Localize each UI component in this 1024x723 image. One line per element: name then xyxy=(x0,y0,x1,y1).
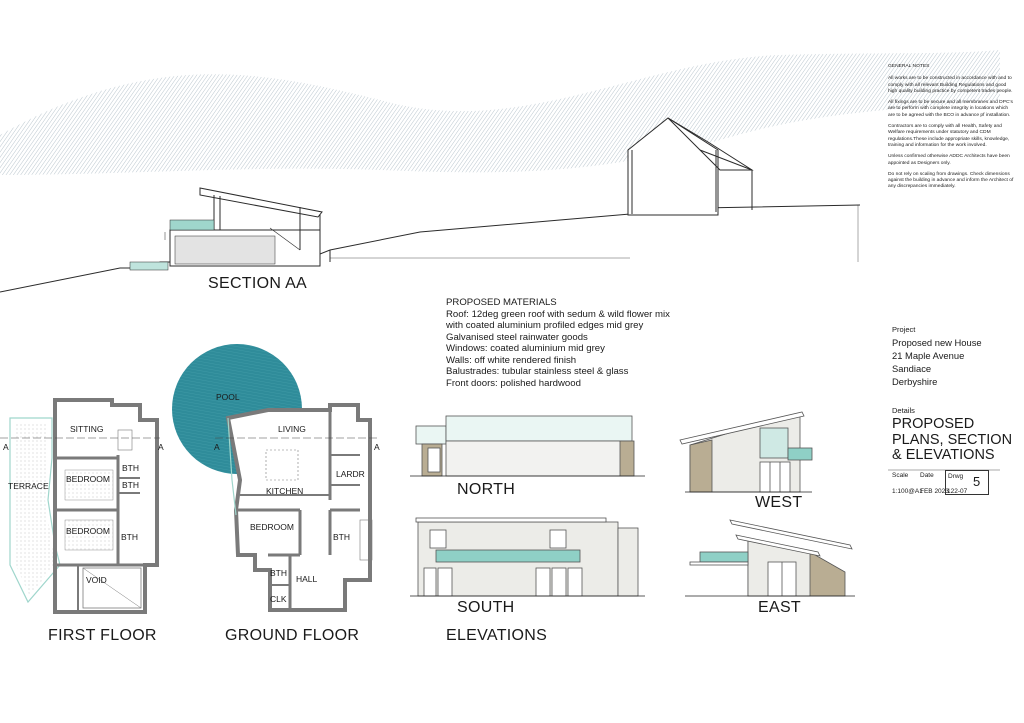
west-elevation-title: WEST xyxy=(755,494,803,511)
first-floor-title: FIRST FLOOR xyxy=(48,627,157,644)
room-bth: BTH xyxy=(122,480,139,490)
east-elevation-title: EAST xyxy=(758,599,801,616)
room-bth: BTH xyxy=(122,463,139,473)
section-mark-a: A xyxy=(374,442,380,452)
general-notes-heading: GENERAL NOTES xyxy=(888,64,930,69)
details-label: Details xyxy=(892,406,915,415)
date-value: FEB 2023 xyxy=(920,488,949,495)
room-bth: BTH xyxy=(121,532,138,542)
general-note: Contractors are to comply with all Healt… xyxy=(888,124,1010,148)
drwg-label: Drwg xyxy=(948,473,964,480)
drawing-number-box xyxy=(945,470,989,495)
section-mark-a: A xyxy=(214,442,220,452)
general-note: Unless confirmed otherwise ADDC Architec… xyxy=(888,154,1010,166)
materials-line: Walls: off white rendered finish xyxy=(446,354,577,366)
materials-line: with coated aluminium profiled edges mid… xyxy=(446,320,644,331)
drwg-sheet: 5 xyxy=(973,474,981,489)
general-note: All works are to be constructed in accor… xyxy=(888,76,1013,94)
project-block: Project Proposed new House 21 Maple Aven… xyxy=(892,323,982,388)
elevations-title: ELEVATIONS xyxy=(446,627,548,644)
drwg-number: 122-07 xyxy=(947,488,968,495)
south-elevation-drawing xyxy=(410,517,645,597)
room-bedroom: BEDROOM xyxy=(66,526,110,536)
drawing-title-line: PLANS, SECTION xyxy=(892,431,1013,448)
room-bedroom: BEDROOM xyxy=(250,522,294,532)
room-void: VOID xyxy=(86,575,107,585)
materials-line: Windows: coated aluminium mid grey xyxy=(446,343,605,354)
north-elevation-drawing xyxy=(410,415,645,477)
project-line: 21 Maple Avenue xyxy=(892,350,965,361)
room-larder: LARDR xyxy=(336,469,365,479)
proposed-materials: PROPOSED MATERIALS Roof: 12deg green roo… xyxy=(446,297,670,389)
room-terrace: TERRACE xyxy=(8,481,49,491)
room-hall: HALL xyxy=(296,574,318,584)
scale-label: Scale xyxy=(892,472,909,479)
drawing-title-line: PROPOSED xyxy=(892,416,975,432)
general-note: Do not rely on scaling from drawings. Ch… xyxy=(888,171,1014,190)
section-aa-title: SECTION AA xyxy=(208,275,308,292)
room-bth: BTH xyxy=(333,532,350,542)
room-clk: CLK xyxy=(270,594,287,604)
drawing-title-line: & ELEVATIONS xyxy=(892,447,995,463)
room-kitchen: KITCHEN xyxy=(266,486,304,496)
scale-value: 1:100@A1 xyxy=(892,488,923,495)
section-mark-a: A xyxy=(158,442,164,452)
general-notes: GENERAL NOTES All works are to be constr… xyxy=(888,64,1016,196)
section-mark-a: A xyxy=(3,442,9,452)
materials-line: Galvanised steel rainwater goods xyxy=(446,331,588,343)
terrain-mesh xyxy=(0,50,1000,175)
materials-line: Roof: 12deg green roof with sedum & wild… xyxy=(446,308,670,320)
ground-floor-plan-drawing xyxy=(215,403,380,612)
project-label: Project xyxy=(892,325,916,334)
section-aa-drawing xyxy=(0,117,861,293)
room-living: LIVING xyxy=(278,424,306,434)
room-pool: POOL xyxy=(216,392,240,402)
west-elevation-drawing xyxy=(679,411,813,493)
room-bth: BTH xyxy=(270,568,287,578)
materials-line: Front doors: polished hardwood xyxy=(446,377,581,389)
drawing-title: PROPOSED PLANS, SECTION & ELEVATIONS xyxy=(892,416,1013,464)
general-note: All fixings are to be secure and all mem… xyxy=(888,100,1013,118)
materials-line: Balustrades: tubular stainless steel & g… xyxy=(446,366,629,377)
project-line: Proposed new House xyxy=(892,337,982,348)
east-elevation-drawing xyxy=(685,519,855,597)
south-elevation-title: SOUTH xyxy=(457,599,515,616)
north-elevation-title: NORTH xyxy=(457,481,516,498)
project-line: Derbyshire xyxy=(892,376,938,387)
first-floor-plan-drawing xyxy=(0,398,160,614)
ground-floor-title: GROUND FLOOR xyxy=(225,627,360,644)
date-label: Date xyxy=(920,472,934,479)
materials-heading: PROPOSED MATERIALS xyxy=(446,297,557,308)
room-bedroom: BEDROOM xyxy=(66,474,110,484)
project-line: Sandiace xyxy=(892,363,932,374)
room-sitting: SITTING xyxy=(70,424,104,434)
